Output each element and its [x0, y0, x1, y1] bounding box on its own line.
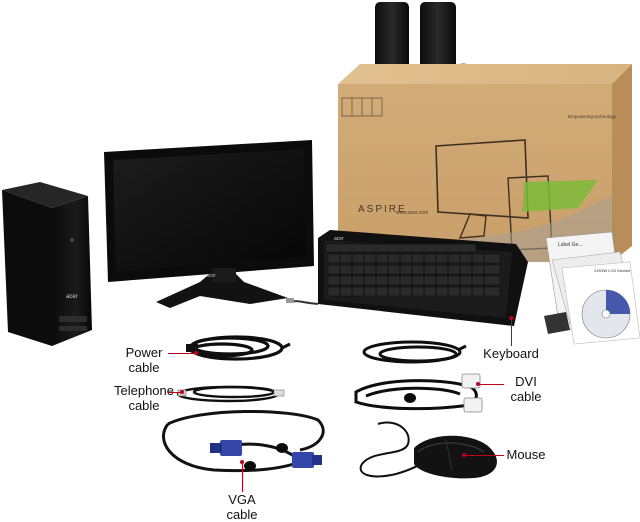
box-tagline: Empowering technology [568, 114, 617, 119]
label-mouse-text: Mouse [506, 447, 546, 462]
pointer-dot-keyboard [509, 316, 513, 320]
power-cable-item [186, 335, 291, 361]
label-telephone-line1: Telephone [114, 383, 174, 398]
pointer-dot-dvi [476, 382, 480, 386]
keyboard-logo: acer [334, 236, 344, 242]
label-telephone-cable: Telephone cable [112, 383, 176, 413]
label-power-line2: cable [128, 360, 160, 375]
dvi-cable-item [354, 373, 483, 413]
pointer-mouse [464, 455, 504, 456]
manual-title: Label Ge... [558, 242, 582, 248]
telephone-cable-item [176, 385, 285, 403]
label-vga-line1: VGA [228, 492, 256, 507]
label-power-line1: Power [125, 345, 163, 360]
pointer-dot-telephone [180, 390, 184, 394]
label-dvi-line2: cable [510, 389, 542, 404]
label-telephone-line2: cable [128, 398, 160, 413]
label-keyboard-text: Keyboard [483, 346, 539, 361]
vga-cable-item [162, 409, 325, 473]
label-dvi-cable: DVI cable [498, 374, 554, 404]
audio-cable-item [362, 340, 467, 364]
documentation-pack [544, 231, 640, 345]
pointer-dot-power [194, 351, 198, 355]
shipping-box [338, 64, 632, 262]
desktop-tower [2, 182, 92, 346]
mouse-item [359, 421, 497, 479]
monitor-logo: acer [206, 273, 216, 279]
lcd-monitor [104, 140, 314, 308]
tower-logo: acer [66, 294, 78, 300]
label-power-cable: Power cable [118, 345, 170, 375]
label-vga-line2: cable [226, 507, 258, 522]
pointer-keyboard [511, 318, 512, 346]
pointer-telephone-cable [168, 392, 182, 393]
label-mouse: Mouse [500, 447, 552, 462]
pointer-vga-cable [242, 462, 243, 492]
pointer-dvi-cable [478, 384, 504, 385]
box-brand-url: www.acer.com [396, 210, 428, 216]
pointer-dot-vga [240, 460, 244, 464]
label-keyboard: Keyboard [476, 346, 546, 361]
label-dvi-line1: DVI [515, 374, 537, 389]
manual-subtitle: X203W LCD Monitor [594, 268, 631, 273]
keyboard [286, 230, 528, 326]
label-vga-cable: VGA cable [216, 492, 268, 522]
pointer-dot-mouse [462, 453, 466, 457]
pointer-power-cable [168, 353, 196, 354]
box-brand-name: ASPIRE [358, 204, 407, 215]
